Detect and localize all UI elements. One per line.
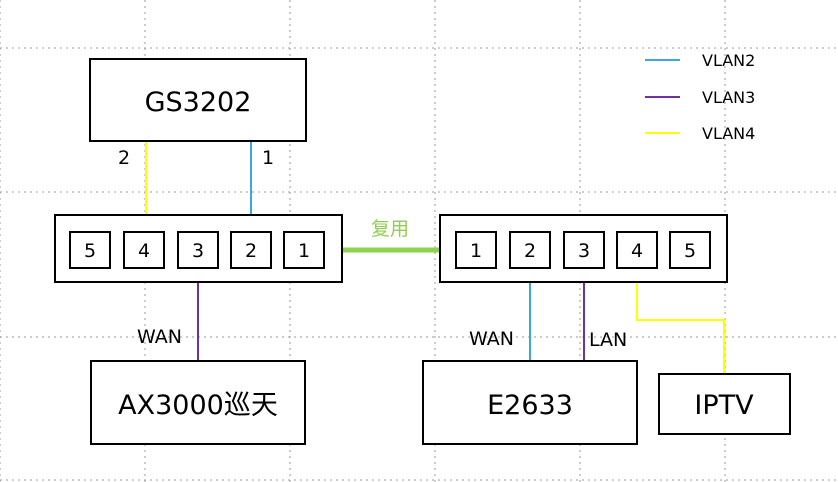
e2633-wan-label: WAN — [469, 328, 514, 350]
iptv-label: IPTV — [694, 390, 754, 421]
legend: VLAN2 VLAN3 VLAN4 — [645, 51, 755, 143]
legend-label-vlan4: VLAN4 — [702, 124, 755, 143]
left-port-label: 5 — [84, 240, 96, 262]
legend-label-vlan3: VLAN3 — [702, 88, 755, 107]
ax-wan-label: WAN — [137, 326, 182, 348]
e2633-device: E2633 — [422, 360, 638, 445]
left-port-label: 2 — [245, 240, 257, 262]
right-port-label: 2 — [524, 240, 536, 262]
right-switch-port — [455, 231, 497, 269]
left-port-label: 3 — [192, 240, 204, 262]
gs-port-2-label: 2 — [118, 147, 130, 169]
link-vlan4-switch-to-iptv — [636, 268, 725, 373]
gs-port-1-label: 1 — [262, 147, 274, 169]
right-port-label: 4 — [631, 240, 643, 262]
right-switch: 1 2 3 4 5 — [439, 214, 728, 283]
ax3000-label: AX3000巡天 — [118, 390, 278, 421]
left-switch-port — [123, 231, 165, 269]
iptv-device: IPTV — [658, 373, 791, 435]
right-switch-port — [616, 231, 658, 269]
e2633-label: E2633 — [487, 390, 573, 421]
legend-label-vlan2: VLAN2 — [702, 51, 755, 70]
left-switch-port — [69, 231, 111, 269]
ax3000-device: AX3000巡天 — [90, 360, 306, 445]
right-switch-port — [669, 231, 711, 269]
left-port-label: 1 — [298, 240, 310, 262]
left-switch-port — [230, 231, 272, 269]
gs3202-device: GS3202 — [89, 58, 307, 142]
e2633-lan-label: LAN — [589, 329, 627, 351]
gs3202-label: GS3202 — [145, 87, 252, 118]
mux-label: 复用 — [371, 218, 409, 240]
left-port-label: 4 — [138, 240, 150, 262]
right-port-label: 5 — [684, 240, 696, 262]
left-switch-port — [177, 231, 219, 269]
right-port-label: 1 — [470, 240, 482, 262]
right-switch-port — [509, 231, 551, 269]
right-port-label: 3 — [578, 240, 590, 262]
left-switch-port — [283, 231, 325, 269]
left-switch: 5 4 3 2 1 — [54, 214, 343, 283]
right-switch-port — [563, 231, 605, 269]
